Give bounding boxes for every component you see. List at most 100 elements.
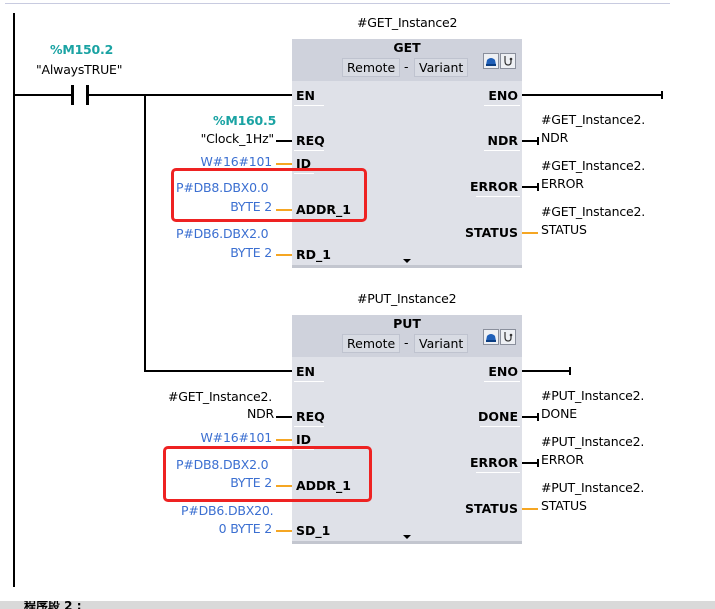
get-status-line1: #GET_Instance2. bbox=[541, 204, 646, 219]
contact-right-bar bbox=[86, 85, 89, 105]
highlight-put-addr1 bbox=[163, 446, 372, 502]
get-tag-separator: - bbox=[404, 59, 409, 74]
network-2-label: 程序段 2 : bbox=[24, 601, 82, 609]
diagnostics-icon[interactable] bbox=[500, 53, 516, 69]
get-addr1-value-line1: P#DB8.DBX0.0 bbox=[176, 180, 269, 195]
get-pin-status: STATUS bbox=[465, 225, 518, 240]
wire-put-eno bbox=[522, 370, 570, 372]
wire-put-status bbox=[522, 508, 538, 510]
branch-wire-put-en bbox=[144, 370, 293, 372]
pin-underline bbox=[294, 426, 324, 427]
pin-underline bbox=[476, 472, 520, 473]
put-done-line1: #PUT_Instance2. bbox=[541, 388, 645, 403]
put-pin-error: ERROR bbox=[469, 455, 518, 470]
pin-underline bbox=[480, 426, 520, 427]
pin-underline bbox=[294, 173, 314, 174]
put-addr1-value-line2: BYTE 2 bbox=[230, 475, 272, 490]
get-error-line1: #GET_Instance2. bbox=[541, 158, 646, 173]
get-rd1-value-line1: P#DB6.DBX2.0 bbox=[176, 226, 269, 241]
wire-put-req bbox=[276, 416, 292, 418]
expand-arrow-icon[interactable] bbox=[403, 535, 411, 539]
get-ndr-line1: #GET_Instance2. bbox=[541, 112, 646, 127]
rung-end-marker bbox=[569, 367, 571, 375]
connection-config-icon[interactable] bbox=[483, 329, 499, 345]
wire-get-req bbox=[276, 140, 292, 142]
wire-get-ndr bbox=[522, 140, 538, 142]
get-error-line2: ERROR bbox=[541, 176, 584, 191]
put-pin-sd1: SD_1 bbox=[296, 523, 331, 538]
network-top-border bbox=[5, 3, 670, 4]
branch-wire-vertical bbox=[144, 95, 146, 372]
rung-wire-main-right bbox=[89, 94, 293, 96]
left-power-rail bbox=[13, 13, 15, 587]
contact-address: %M150.2 bbox=[50, 42, 114, 57]
get-pin-id: ID bbox=[296, 156, 312, 171]
put-instance-label: #PUT_Instance2 bbox=[357, 291, 457, 306]
diagnostics-icon[interactable] bbox=[500, 329, 516, 345]
output-end-marker bbox=[537, 137, 539, 145]
get-pin-rd1: RD_1 bbox=[296, 247, 331, 262]
get-req-address: %M160.5 bbox=[213, 113, 277, 128]
expand-arrow-icon[interactable] bbox=[403, 259, 411, 263]
wire-put-id bbox=[276, 439, 292, 441]
get-pin-req: REQ bbox=[296, 133, 325, 148]
wire-get-error bbox=[522, 186, 538, 188]
wire-put-done bbox=[522, 416, 538, 418]
put-done-line2: DONE bbox=[541, 406, 577, 421]
get-req-symbol: "Clock_1Hz" bbox=[200, 131, 275, 146]
contact-symbol: "AlwaysTRUE" bbox=[36, 62, 123, 77]
put-status-line1: #PUT_Instance2. bbox=[541, 480, 645, 495]
wire-put-sd1 bbox=[276, 530, 292, 532]
rung-end-marker bbox=[661, 91, 663, 99]
put-block-footer bbox=[292, 541, 522, 544]
get-pin-addr1: ADDR_1 bbox=[296, 202, 351, 217]
pin-underline bbox=[294, 449, 314, 450]
pin-underline bbox=[484, 105, 520, 106]
put-sd1-value-line2: 0 BYTE 2 bbox=[218, 521, 273, 536]
contact-left-bar bbox=[71, 85, 74, 105]
get-pin-ndr: NDR bbox=[487, 133, 518, 148]
wire-get-status bbox=[522, 232, 538, 234]
output-end-marker bbox=[537, 183, 539, 191]
get-remote-tag[interactable]: Remote bbox=[342, 58, 401, 77]
put-pin-id: ID bbox=[296, 432, 312, 447]
pin-underline bbox=[294, 150, 324, 151]
pin-underline bbox=[476, 196, 520, 197]
put-block-title: PUT bbox=[393, 316, 421, 331]
get-block-title: GET bbox=[393, 40, 421, 55]
output-end-marker bbox=[537, 413, 539, 421]
put-error-line1: #PUT_Instance2. bbox=[541, 434, 645, 449]
pin-underline bbox=[484, 381, 520, 382]
put-pin-status: STATUS bbox=[465, 501, 518, 516]
put-sd1-value-line1: P#DB6.DBX20. bbox=[181, 503, 274, 518]
get-pin-eno: ENO bbox=[488, 88, 518, 103]
get-status-line2: STATUS bbox=[541, 222, 587, 237]
put-id-value: W#16#101 bbox=[200, 430, 273, 445]
wire-get-id bbox=[276, 163, 292, 165]
get-addr1-value-line2: BYTE 2 bbox=[230, 199, 272, 214]
get-block-footer bbox=[292, 265, 522, 268]
output-end-marker bbox=[537, 459, 539, 467]
put-block[interactable]: PUT Remote - Variant EN ENO REQ DONE ID … bbox=[292, 315, 522, 544]
get-block[interactable]: GET Remote - Variant EN ENO REQ NDR ID E… bbox=[292, 39, 522, 268]
put-pin-en: EN bbox=[296, 364, 316, 379]
rung-wire-main-left bbox=[14, 94, 71, 96]
put-addr1-value-line1: P#DB8.DBX2.0 bbox=[176, 457, 269, 472]
put-variant-tag[interactable]: Variant bbox=[414, 334, 469, 353]
get-id-value: W#16#101 bbox=[200, 154, 273, 169]
get-pin-error: ERROR bbox=[469, 179, 518, 194]
wire-get-rd1 bbox=[276, 254, 292, 256]
highlight-get-addr1 bbox=[171, 168, 367, 222]
put-pin-done: DONE bbox=[477, 409, 518, 424]
put-pin-eno: ENO bbox=[488, 364, 518, 379]
get-rd1-value-line2: BYTE 2 bbox=[230, 245, 272, 260]
network-2-header[interactable]: 程序段 2 : bbox=[0, 601, 715, 609]
pin-underline bbox=[294, 105, 324, 106]
get-instance-label: #GET_Instance2 bbox=[357, 15, 458, 30]
put-req-value-line1: #GET_Instance2. bbox=[168, 389, 273, 404]
connection-config-icon[interactable] bbox=[483, 53, 499, 69]
wire-get-eno bbox=[522, 94, 662, 96]
put-remote-tag[interactable]: Remote bbox=[342, 334, 401, 353]
get-variant-tag[interactable]: Variant bbox=[414, 58, 469, 77]
pin-underline bbox=[294, 381, 324, 382]
